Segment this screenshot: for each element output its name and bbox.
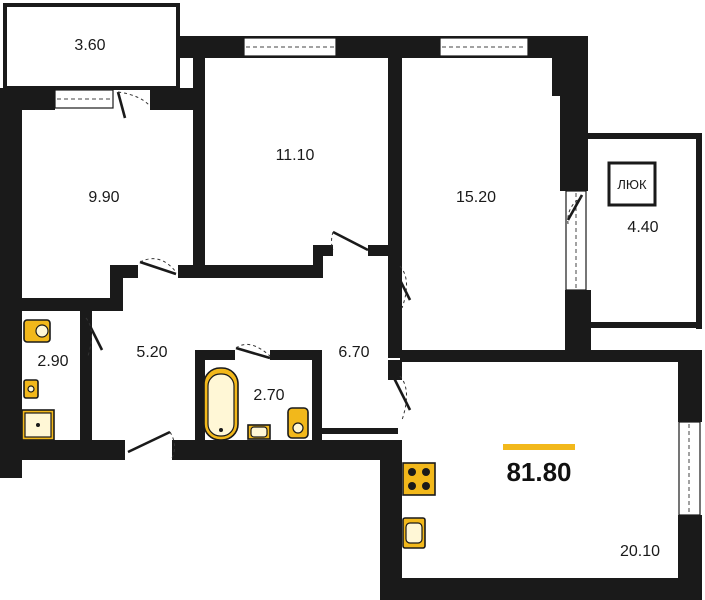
doors [84, 91, 586, 459]
walls [0, 36, 702, 600]
fixtures [21, 319, 436, 549]
room-area-bedroom-middle: 11.10 [276, 147, 315, 164]
room-area-hall: 5.20 [136, 344, 167, 361]
room-labels: 3.60 9.90 11.10 15.20 4.40 2.90 5.20 6.7… [37, 37, 660, 560]
room-area-wc: 2.90 [37, 353, 68, 370]
total-area-accent-bar [503, 444, 575, 450]
stove-icon [402, 462, 436, 496]
windows [54, 37, 701, 516]
room-area-balcony: 3.60 [74, 37, 105, 54]
room-area-loggia: 4.40 [627, 219, 658, 236]
balcony-outline [3, 3, 180, 90]
room-area-kitchen-living: 20.10 [620, 543, 660, 560]
hatch-label: ЛЮК [617, 177, 647, 192]
total-area: 81.80 [506, 457, 571, 487]
hatch-box [607, 161, 657, 207]
room-area-corridor: 6.70 [338, 344, 369, 361]
room-area-bathroom: 2.70 [253, 387, 284, 404]
room-area-bedroom-left: 9.90 [88, 189, 119, 206]
room-area-bedroom-right: 15.20 [456, 189, 496, 206]
